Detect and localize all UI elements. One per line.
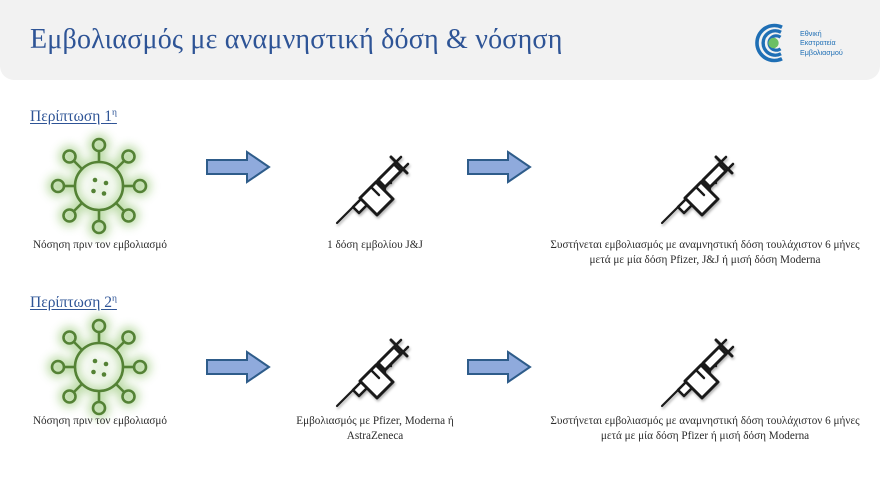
case-2-step-2-caption: Εμβολιασμός με Pfizer, Moderna ή AstraZe… — [296, 415, 454, 442]
syringe-icon — [335, 338, 410, 408]
case-1-arrow-1 — [205, 150, 271, 184]
header-band — [0, 0, 880, 80]
logo-line-1: Εθνική — [800, 28, 822, 38]
syringe-icon — [660, 155, 735, 225]
syringe-icon — [660, 338, 735, 408]
case-1-virus-icon-slot — [45, 132, 153, 240]
right-arrow-icon — [467, 150, 532, 184]
case-1-step-2-caption: 1 δόση εμβολίου J&J — [327, 239, 423, 251]
case-1-step-1-caption: Νόσηση πριν τον εμβολιασμό — [32, 239, 168, 251]
page-title: Εμβολιασμός με αναμνηστική δόση & νόσηση — [30, 24, 563, 55]
logo-text: Εθνική Εκστρατεία Εμβολιασμού — [800, 29, 843, 58]
case-1-syringe-2-slot — [656, 143, 742, 229]
virus-outline-icon — [50, 137, 148, 235]
logo-center-dot-icon — [768, 37, 779, 49]
case-2-heading-text: Περίπτωση 2 — [30, 294, 112, 311]
case-2-syringe-2-slot — [656, 326, 742, 412]
logo-arcs-icon — [755, 23, 783, 63]
case-2-heading: Περίπτωση 2η — [30, 294, 117, 312]
virus-icon — [45, 313, 153, 421]
right-arrow-icon — [206, 350, 271, 384]
right-arrow-icon — [467, 350, 532, 384]
case-2-virus-icon-slot — [45, 313, 153, 421]
case-2-arrow-1 — [205, 350, 271, 384]
case-2-arrow-2 — [466, 350, 532, 384]
logo-line-2: Εκστρατεία — [800, 38, 836, 48]
virus-icon — [45, 132, 153, 240]
case-1-step-3-caption: Συστήνεται εμβολιασμός με αναμνηστική δό… — [550, 239, 860, 266]
case-2-step-3-caption: Συστήνεται εμβολιασμός με αναμνηστική δό… — [550, 415, 860, 442]
syringe-icon — [335, 155, 410, 225]
case-1-syringe-1-slot — [331, 143, 417, 229]
virus-outline-icon — [50, 318, 148, 416]
case-2-syringe-1-slot — [331, 326, 417, 412]
logo-line-3: Εμβολιασμού — [800, 47, 843, 57]
logo: Εθνική Εκστρατεία Εμβολιασμού — [752, 21, 872, 65]
right-arrow-icon — [206, 150, 271, 184]
case-1-heading-text: Περίπτωση 1 — [30, 108, 112, 125]
case-2-step-1-caption: Νόσηση πριν τον εμβολιασμό — [32, 415, 168, 427]
case-1-arrow-2 — [466, 150, 532, 184]
case-2-heading-ordinal: η — [111, 293, 117, 304]
case-1-heading-ordinal: η — [111, 107, 117, 118]
case-1-heading: Περίπτωση 1η — [30, 108, 117, 126]
